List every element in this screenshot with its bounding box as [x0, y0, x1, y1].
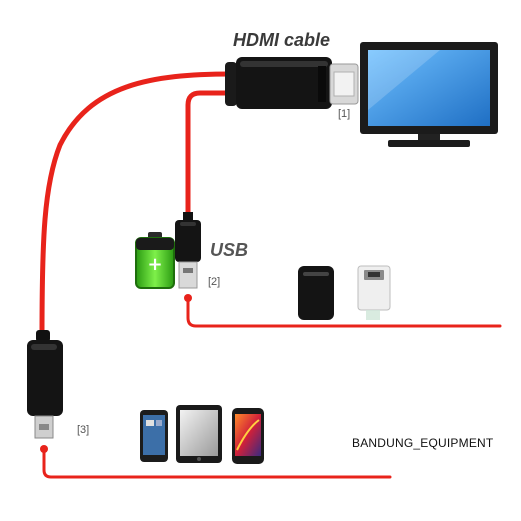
hdmi-connector — [225, 57, 359, 109]
usb-connector — [175, 212, 201, 289]
wall-charger-icon — [357, 265, 391, 320]
smartphone-icon — [140, 410, 168, 462]
usb-branch-cable — [185, 90, 235, 221]
usb-guide-dot — [184, 294, 192, 302]
main-cable — [39, 71, 235, 338]
smartphone-icon-colorful — [232, 408, 264, 464]
usb-label: USB — [210, 240, 249, 260]
tablet-icon — [176, 405, 222, 463]
marker-1: [1] — [338, 108, 351, 120]
battery-charging-icon: + — [135, 232, 175, 289]
usb-guide-line — [186, 298, 502, 328]
phone-guide-line — [42, 448, 392, 479]
hdmi-cable-label: HDMI cable — [233, 30, 331, 50]
power-bank-icon — [298, 266, 334, 320]
marker-2: [2] — [208, 276, 221, 288]
micro-usb-connector — [27, 330, 63, 439]
marker-3: [3] — [77, 424, 90, 436]
svg-text:+: + — [147, 254, 162, 275]
tv-monitor-icon — [360, 42, 498, 147]
watermark-text: BANDUNG_EQUIPMENT — [352, 436, 494, 450]
red-cables — [39, 71, 502, 479]
phone-guide-dot — [40, 445, 48, 453]
